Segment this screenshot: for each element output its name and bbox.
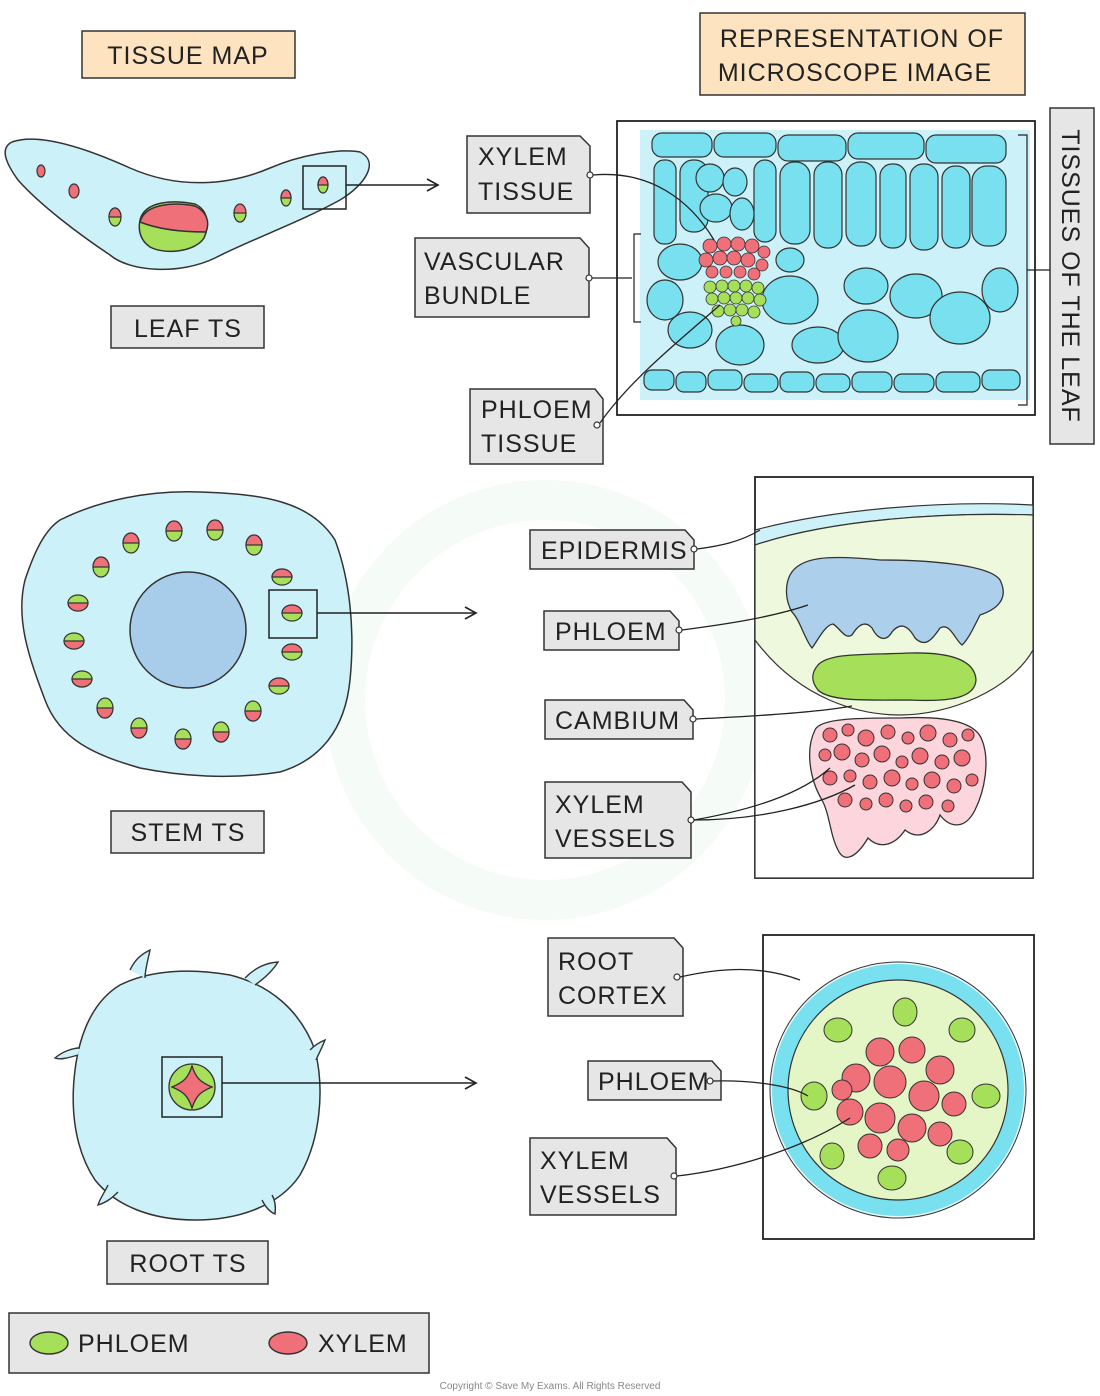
root-hair	[309, 1038, 327, 1061]
leaf-microscope-image	[616, 120, 1050, 416]
svg-text:TISSUES OF THE LEAF: TISSUES OF THE LEAF	[1056, 129, 1084, 423]
label-root-xylem-vessels: XYLEM VESSELS	[529, 1117, 851, 1216]
leaf-bundle-phloem	[703, 279, 767, 327]
svg-text:VESSELS: VESSELS	[555, 825, 676, 853]
caption-root-ts: ROOT TS	[106, 1240, 269, 1285]
svg-text:BUNDLE: BUNDLE	[424, 282, 531, 310]
stem-microscope-image	[754, 476, 1034, 879]
svg-text:TISSUE: TISSUE	[478, 178, 574, 206]
svg-text:VASCULAR: VASCULAR	[424, 248, 565, 276]
vascular-bracket	[633, 233, 641, 323]
header-tissue-map-text: TISSUE MAP	[107, 42, 268, 70]
root-hair	[244, 961, 280, 986]
root-hair	[53, 1047, 81, 1060]
svg-text:TISSUE: TISSUE	[481, 430, 577, 458]
label-tissues-of-the-leaf: TISSUES OF THE LEAF	[1049, 107, 1095, 445]
legend-phloem-label: PHLOEM	[78, 1330, 190, 1358]
label-vascular-bundle: VASCULAR BUNDLE	[414, 237, 632, 318]
label-xylem-tissue: XYLEM TISSUE	[466, 135, 715, 241]
stem-bundles	[63, 519, 303, 750]
header-tissue-map: TISSUE MAP	[81, 30, 296, 79]
svg-text:LEAF TS: LEAF TS	[134, 315, 242, 343]
svg-text:CORTEX: CORTEX	[558, 982, 668, 1010]
svg-text:CAMBIUM: CAMBIUM	[555, 707, 680, 735]
stem-phloem-region	[785, 556, 1004, 650]
legend-xylem-label: XYLEM	[318, 1330, 408, 1358]
leaf-small-bundles	[36, 164, 329, 227]
caption-stem-ts: STEM TS	[110, 810, 265, 854]
label-stem-phloem: PHLOEM	[543, 604, 809, 651]
svg-text:PHLOEM: PHLOEM	[481, 396, 593, 424]
legend-phloem-swatch	[29, 1331, 69, 1355]
leaf-midrib-bundle	[138, 201, 209, 253]
stem-cambium-region	[812, 652, 977, 702]
leaf-ts-map	[4, 138, 440, 271]
label-epidermis: EPIDERMIS	[529, 529, 761, 570]
legend: PHLOEM XYLEM	[8, 1312, 430, 1374]
root-phloem-patches	[800, 997, 1001, 1191]
svg-text:XYLEM: XYLEM	[478, 143, 568, 171]
leaf-bundle-xylem	[698, 236, 771, 281]
stem-xylem-vessels	[818, 723, 979, 813]
leaf-spongy	[646, 163, 1019, 366]
svg-text:XYLEM: XYLEM	[540, 1147, 630, 1175]
root-hair	[96, 1184, 119, 1207]
root-hair	[261, 1194, 277, 1215]
root-hair	[129, 948, 151, 979]
svg-text:PHLOEM: PHLOEM	[555, 618, 667, 646]
leaf-lower-epidermis	[643, 369, 1021, 393]
header-microscope-line2: MICROSCOPE IMAGE	[718, 59, 992, 87]
caption-leaf-ts: LEAF TS	[110, 305, 265, 349]
svg-text:ROOT TS: ROOT TS	[129, 1250, 246, 1278]
copyright-notice: Copyright © Save My Exams. All Rights Re…	[440, 1381, 661, 1392]
leaf-zoom-box	[302, 165, 347, 210]
stem-xylem-region	[809, 716, 987, 858]
svg-text:XYLEM: XYLEM	[555, 791, 645, 819]
svg-text:ROOT: ROOT	[558, 948, 634, 976]
label-cambium: CAMBIUM	[544, 699, 853, 740]
svg-text:VESSELS: VESSELS	[540, 1181, 661, 1209]
header-microscope: REPRESENTATION OF MICROSCOPE IMAGE	[699, 12, 1026, 96]
leaf-palisade	[653, 159, 1007, 251]
header-microscope-line1: REPRESENTATION OF	[720, 25, 1004, 53]
stem-zoom-box	[268, 589, 318, 639]
svg-text:PHLOEM: PHLOEM	[598, 1068, 710, 1096]
root-xylem-vessels	[831, 1036, 967, 1162]
label-root-cortex: ROOT CORTEX	[547, 937, 801, 1017]
leaf-upper-epidermis	[651, 132, 1007, 164]
label-stem-xylem-vessels: XYLEM VESSELS	[544, 767, 856, 859]
label-phloem-tissue: PHLOEM TISSUE	[469, 304, 721, 465]
svg-text:EPIDERMIS: EPIDERMIS	[541, 537, 688, 565]
root-microscope-image	[762, 934, 1035, 1240]
svg-text:STEM TS: STEM TS	[131, 819, 246, 847]
legend-xylem-swatch	[268, 1331, 308, 1355]
root-ts-map	[53, 948, 478, 1221]
stem-ts-map	[21, 491, 478, 778]
root-xylem-star	[170, 1063, 214, 1111]
stem-pith	[129, 571, 247, 689]
label-root-phloem: PHLOEM	[587, 1060, 809, 1101]
